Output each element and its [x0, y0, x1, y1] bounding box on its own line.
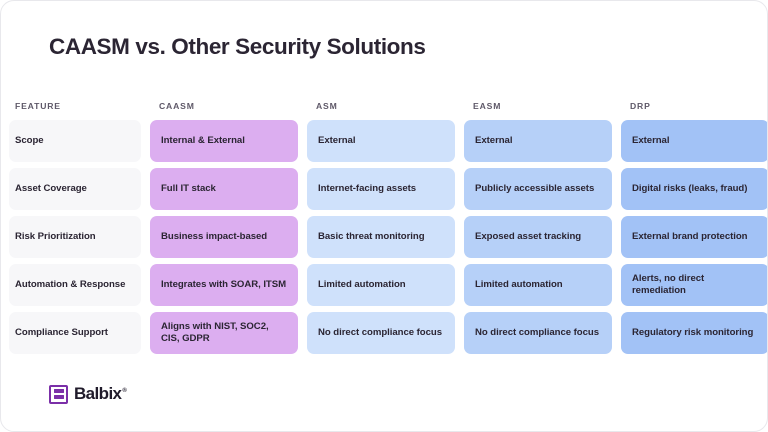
cell-caasm: Aligns with NIST, SOC2, CIS, GDPR	[150, 312, 298, 354]
cell-drp: Alerts, no direct remediation	[621, 264, 767, 306]
comparison-table: FEATURE CAASM ASM EASM DRP Scope Interna…	[9, 99, 767, 360]
cell-feature: Asset Coverage	[9, 168, 141, 210]
column-header-drp: DRP	[630, 101, 651, 111]
registered-trademark-icon: ®	[122, 388, 127, 395]
cell-drp: Regulatory risk monitoring	[621, 312, 767, 354]
cell-asm: Basic threat monitoring	[307, 216, 455, 258]
cell-caasm: Business impact-based	[150, 216, 298, 258]
logo-bar-top	[53, 389, 64, 393]
balbix-logo: Balbix®	[49, 384, 127, 404]
table-row: Compliance Support Aligns with NIST, SOC…	[9, 312, 767, 354]
table-row: Scope Internal & External External Exter…	[9, 120, 767, 162]
cell-caasm: Internal & External	[150, 120, 298, 162]
cell-drp: External brand protection	[621, 216, 767, 258]
column-header-asm: ASM	[316, 101, 338, 111]
cell-asm: Limited automation	[307, 264, 455, 306]
cell-easm: Exposed asset tracking	[464, 216, 612, 258]
cell-easm: No direct compliance focus	[464, 312, 612, 354]
table-header-row: FEATURE CAASM ASM EASM DRP	[9, 99, 761, 113]
cell-drp: Digital risks (leaks, fraud)	[621, 168, 767, 210]
cell-drp: External	[621, 120, 767, 162]
cell-asm: Internet-facing assets	[307, 168, 455, 210]
cell-asm: No direct compliance focus	[307, 312, 455, 354]
cell-caasm: Integrates with SOAR, ITSM	[150, 264, 298, 306]
balbix-mark-icon	[49, 384, 68, 404]
cell-feature: Compliance Support	[9, 312, 141, 354]
balbix-wordmark-text: Balbix	[74, 384, 122, 403]
table-row: Asset Coverage Full IT stack Internet-fa…	[9, 168, 767, 210]
column-header-caasm: CAASM	[159, 101, 195, 111]
balbix-wordmark: Balbix®	[74, 384, 127, 404]
table-row: Risk Prioritization Business impact-base…	[9, 216, 767, 258]
column-header-feature: FEATURE	[15, 101, 61, 111]
cell-feature: Scope	[9, 120, 141, 162]
cell-asm: External	[307, 120, 455, 162]
cell-caasm: Full IT stack	[150, 168, 298, 210]
table-row: Automation & Response Integrates with SO…	[9, 264, 767, 306]
cell-easm: External	[464, 120, 612, 162]
logo-bar-bottom	[53, 395, 64, 399]
column-header-easm: EASM	[473, 101, 502, 111]
cell-easm: Publicly accessible assets	[464, 168, 612, 210]
page-title: CAASM vs. Other Security Solutions	[49, 34, 426, 59]
cell-feature: Automation & Response	[9, 264, 141, 306]
cell-feature: Risk Prioritization	[9, 216, 141, 258]
cell-easm: Limited automation	[464, 264, 612, 306]
